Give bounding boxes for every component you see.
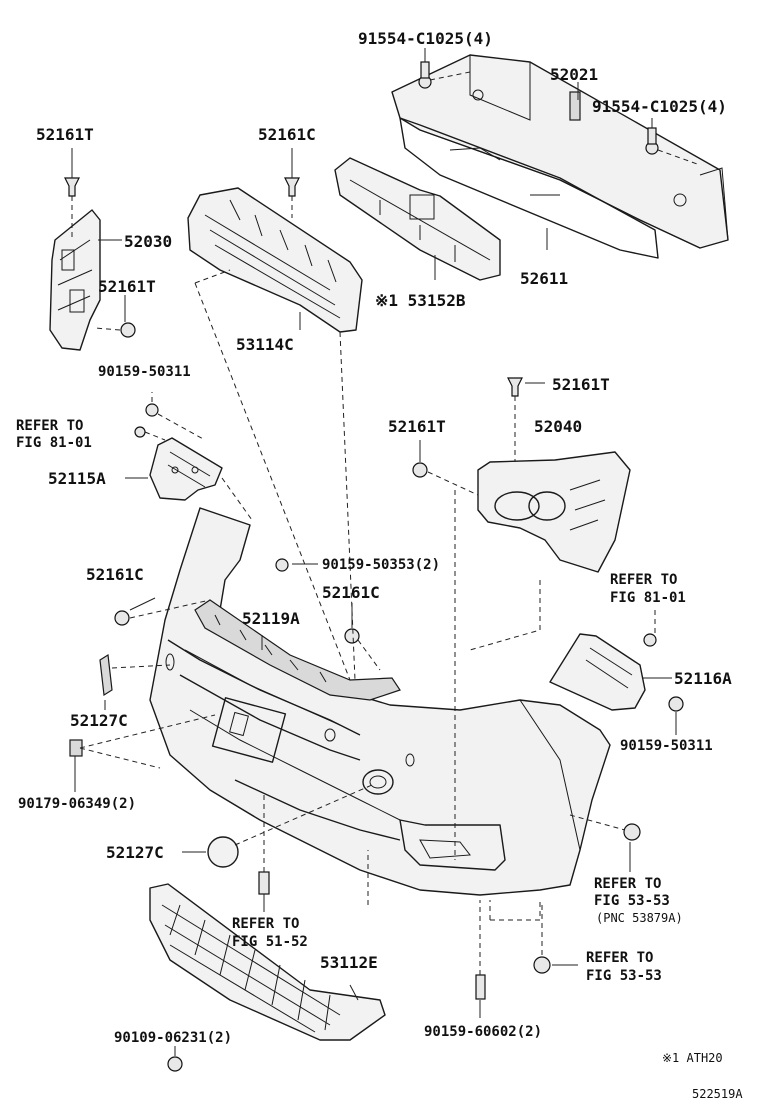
lower-grille-53112E — [149, 883, 386, 1041]
cover-52127C-b — [207, 836, 239, 868]
screw-refer-81-01a — [134, 426, 146, 438]
label-53152b: ※1 53152B — [375, 291, 466, 310]
label-52161t-b: 52161T — [98, 277, 156, 296]
label-52161c-c: 52161C — [322, 583, 380, 602]
footnote-ath20: ※1 ATH20 — [662, 1051, 723, 1065]
bracket-52116A — [549, 633, 646, 711]
clip-52161C-a — [284, 177, 300, 197]
label-52161c-b: 52161C — [86, 565, 144, 584]
label-90159-50353: 90159-50353(2) — [322, 557, 440, 573]
grille-insert-52119A — [194, 599, 401, 701]
screw-90159-50311b — [668, 696, 684, 712]
label-refer-81-01-b-line2: FIG 81-01 — [610, 590, 686, 606]
label-52116a: 52116A — [674, 669, 732, 688]
label-refer-81-01-b-line1: REFER TO — [610, 572, 677, 588]
screw-90109 — [167, 1056, 183, 1072]
label-52040: 52040 — [534, 417, 582, 436]
bumper-reinforcement — [391, 54, 729, 259]
label-90159-60602: 90159-60602(2) — [424, 1024, 542, 1040]
label-52127c-b: 52127C — [106, 843, 164, 862]
grille-support-53114C — [187, 187, 363, 333]
screw-90159-50353 — [275, 558, 289, 572]
label-refer-51-52-line1: REFER TO — [232, 916, 299, 932]
clip-52161T-d — [507, 377, 523, 397]
label-refer-81-01-a-line2: FIG 81-01 — [16, 435, 92, 451]
label-53112e: 53112E — [320, 953, 378, 972]
label-91554-c1025-a: 91554-C1025(4) — [358, 29, 493, 48]
label-refer-51-52-line2: FIG 51-52 — [232, 934, 308, 950]
bracket-52115A — [149, 437, 223, 501]
clip-refer-51-52 — [258, 871, 270, 895]
clip-refer-53-53b — [533, 956, 551, 974]
absorber-53152B — [334, 157, 501, 281]
screw-refer-81-01b — [643, 633, 657, 647]
clip-52161T-b — [120, 322, 136, 338]
retainer-52030 — [49, 209, 101, 351]
clip-52161C-b — [114, 610, 130, 626]
label-52127c-a: 52127C — [70, 711, 128, 730]
diagram-id: 522519A — [692, 1087, 743, 1101]
label-52030: 52030 — [124, 232, 172, 251]
label-52115a: 52115A — [48, 469, 106, 488]
label-90159-50311-b: 90159-50311 — [620, 738, 713, 754]
label-pnc-53879a: (PNC 53879A) — [596, 911, 683, 925]
clip-52161C-c — [344, 628, 360, 644]
screw-90159-60602 — [475, 974, 486, 1000]
label-refer-53-53-b-line1: REFER TO — [586, 950, 653, 966]
bracket-52040 — [477, 451, 631, 573]
clip-52161T-a — [64, 177, 80, 197]
label-52161c-a: 52161C — [258, 125, 316, 144]
label-91554-c1025-b: 91554-C1025(4) — [592, 97, 727, 116]
labels: 91554-C1025(4) 52021 91554-C1025(4) 5216… — [16, 29, 743, 1101]
label-52161t-a: 52161T — [36, 125, 94, 144]
clip-52161T-c — [412, 462, 428, 478]
bolt-91554-b — [645, 127, 659, 155]
label-53114c: 53114C — [236, 335, 294, 354]
label-52161t-c: 52161T — [388, 417, 446, 436]
label-90159-50311-a: 90159-50311 — [98, 364, 191, 380]
label-refer-53-53-a-line2: FIG 53-53 — [594, 893, 670, 909]
leader-lines — [71, 48, 701, 1056]
label-refer-53-53-b-line2: FIG 53-53 — [586, 968, 662, 984]
label-refer-81-01-a-line1: REFER TO — [16, 418, 83, 434]
label-90179-06349: 90179-06349(2) — [18, 796, 136, 812]
label-52021: 52021 — [550, 65, 598, 84]
fasteners — [64, 61, 684, 1072]
bolt-91554-a — [418, 61, 432, 89]
label-52161t-d: 52161T — [552, 375, 610, 394]
label-52119a: 52119A — [242, 609, 300, 628]
label-refer-53-53-a-line1: REFER TO — [594, 876, 661, 892]
label-90109-06231: 90109-06231(2) — [114, 1030, 232, 1046]
bumper-cover — [149, 507, 611, 896]
screw-90159-50311a — [145, 403, 159, 417]
label-52611: 52611 — [520, 269, 568, 288]
cover-52127C-a — [99, 653, 113, 697]
clip-refer-53-53a — [623, 823, 641, 841]
